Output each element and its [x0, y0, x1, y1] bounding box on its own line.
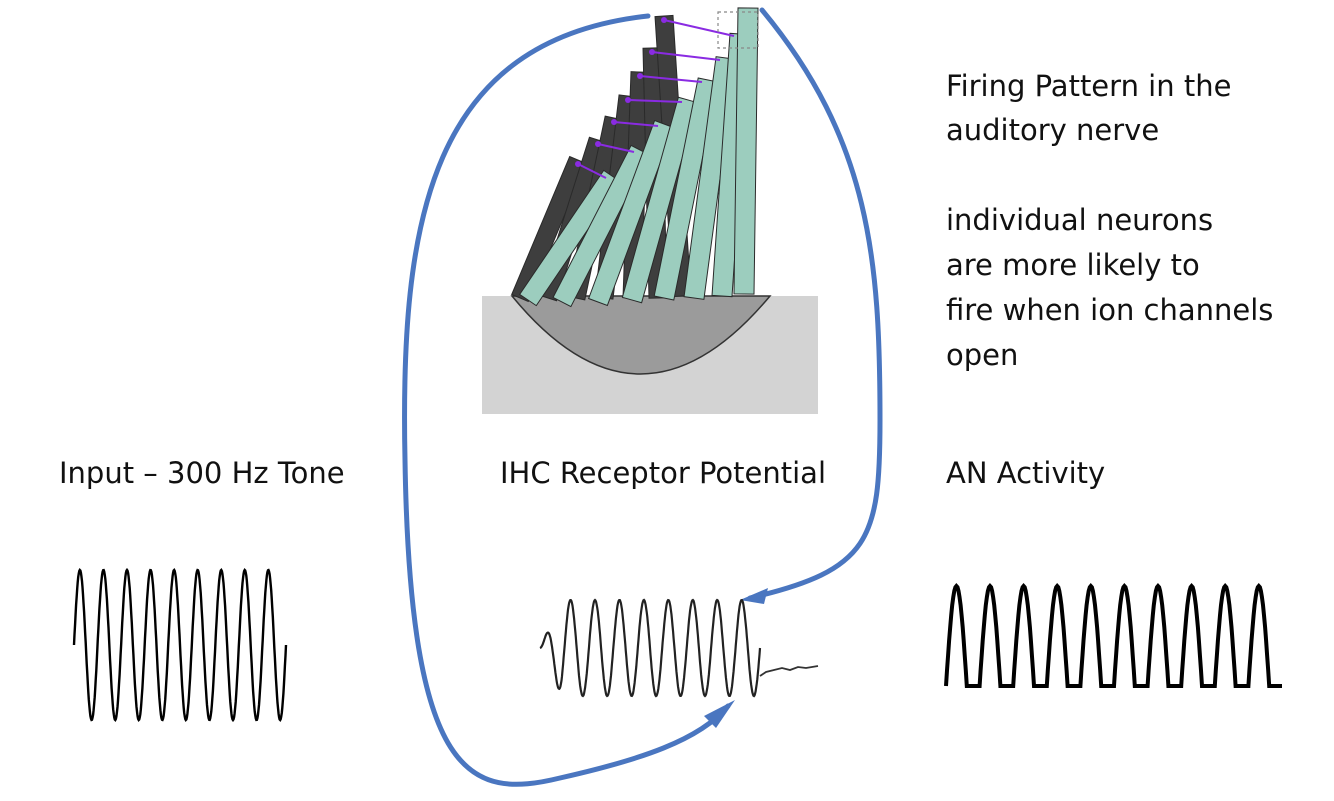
- firing-desc-line: individual neurons: [946, 203, 1214, 237]
- stereocilium-light: [733, 7, 759, 295]
- arrow-head-lower: [704, 700, 735, 728]
- tip-links: [575, 17, 735, 179]
- tip-link: [651, 51, 721, 61]
- ihc-waveform-tail: [759, 665, 819, 677]
- tip-link-dot: [575, 161, 581, 167]
- tip-link-dot: [637, 73, 643, 79]
- firing-pattern-title: Firing Pattern in the auditory nerve: [946, 64, 1231, 152]
- ihc-waveform-trace: [539, 598, 762, 698]
- stereocilium-light: [587, 119, 675, 307]
- tip-link-dot: [595, 141, 601, 147]
- input-tone-waveform: [72, 567, 288, 723]
- input-label: Input – 300 Hz Tone: [59, 456, 345, 490]
- hair-cell-illustration: [482, 7, 818, 414]
- firing-pattern-description: individual neurons are more likely to fi…: [946, 198, 1273, 378]
- firing-desc-line: are more likely to: [946, 248, 1200, 282]
- cell-body: [510, 295, 772, 375]
- ihc-label: IHC Receptor Potential: [500, 456, 827, 490]
- tip-link: [597, 143, 635, 153]
- tip-link: [613, 121, 659, 127]
- tip-link: [577, 163, 607, 179]
- tip-link-dot: [661, 17, 667, 23]
- tip-link: [627, 99, 683, 103]
- firing-desc-line: fire when ion channels: [946, 293, 1274, 327]
- arrow-loop-path: [402, 7, 883, 787]
- firing-desc-line: open: [946, 338, 1019, 372]
- tip-link-dot: [625, 97, 631, 103]
- firing-title-line: auditory nerve: [946, 113, 1160, 147]
- tip-link-dot: [649, 49, 655, 55]
- stereocilia-light-row: [519, 7, 759, 308]
- firing-title-line: Firing Pattern in the: [946, 69, 1232, 103]
- arrow-head-upper: [740, 588, 768, 604]
- stereocilium-light: [621, 96, 699, 304]
- an-label: AN Activity: [946, 456, 1106, 490]
- tip-link: [639, 75, 703, 83]
- tip-link-dot: [611, 119, 617, 125]
- curved-arrow: [402, 7, 883, 787]
- an-activity-waveform: [944, 582, 1282, 688]
- ihc-receptor-potential-waveform: [539, 598, 819, 698]
- highlight-box: [717, 11, 759, 49]
- tip-link: [663, 19, 735, 37]
